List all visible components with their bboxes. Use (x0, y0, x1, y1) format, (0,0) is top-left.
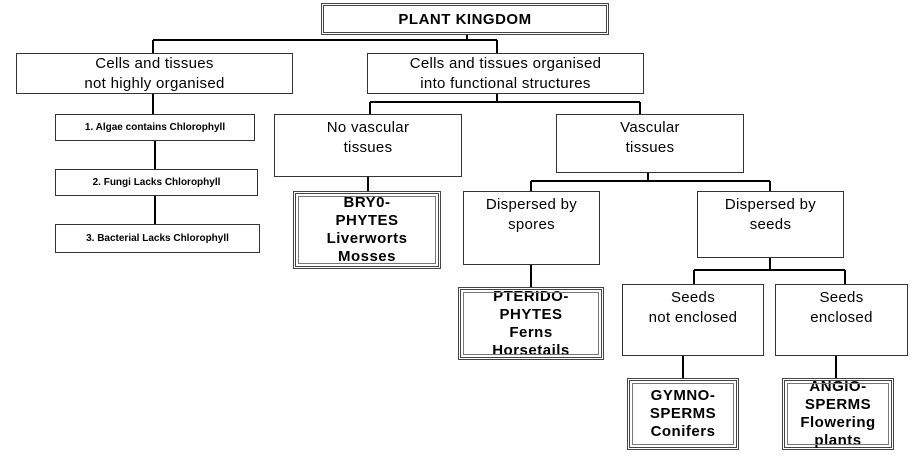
bacteria-label: 3. Bacterial Lacks Chlorophyll (86, 232, 229, 244)
seeds-label: Dispersed by seeds (724, 196, 817, 233)
not-enclosed-label: Seeds not enclosed (648, 289, 738, 326)
pteridophytes-label: PTERIDO- PHYTES Ferns Horsetails (492, 287, 570, 359)
fungi-node: 2. Fungi Lacks Chlorophyll (55, 169, 258, 196)
pteridophytes-group: PTERIDO- PHYTES Ferns Horsetails (458, 287, 604, 360)
seeds-node: Dispersed by seeds (697, 191, 844, 258)
bacteria-node: 3. Bacterial Lacks Chlorophyll (55, 224, 260, 253)
gymnosperms-group: GYMNO- SPERMS Conifers (627, 378, 739, 450)
spores-node: Dispersed by spores (463, 191, 600, 265)
not-organised-label: Cells and tissues not highly organised (84, 54, 225, 92)
not-enclosed-node: Seeds not enclosed (622, 284, 764, 356)
vascular-node: Vascular tissues (556, 114, 744, 173)
enclosed-node: Seeds enclosed (775, 284, 908, 356)
bryophytes-label: BRY0- PHYTES Liverworts Mosses (326, 194, 408, 265)
angiosperms-group: ANGIO- SPERMS Flowering plants (782, 378, 894, 450)
enclosed-label: Seeds enclosed (810, 289, 873, 326)
no-vascular-label: No vascular tissues (326, 119, 410, 156)
vascular-label: Vascular tissues (620, 119, 680, 156)
algae-label: 1. Algae contains Chlorophyll (84, 121, 226, 133)
bryophytes-group: BRY0- PHYTES Liverworts Mosses (293, 191, 441, 269)
gymnosperms-label: GYMNO- SPERMS Conifers (649, 387, 717, 440)
title-text: PLANT KINGDOM (398, 10, 532, 28)
no-vascular-node: No vascular tissues (274, 114, 462, 177)
organised-node: Cells and tissues organised into functio… (367, 53, 644, 94)
not-organised-node: Cells and tissues not highly organised (16, 53, 293, 94)
angiosperms-label: ANGIO- SPERMS Flowering plants (800, 378, 876, 449)
plant-kingdom-title: PLANT KINGDOM (321, 3, 609, 35)
spores-label: Dispersed by spores (485, 196, 578, 233)
organised-label: Cells and tissues organised into functio… (409, 54, 602, 92)
fungi-label: 2. Fungi Lacks Chlorophyll (92, 176, 221, 188)
algae-node: 1. Algae contains Chlorophyll (55, 114, 255, 141)
